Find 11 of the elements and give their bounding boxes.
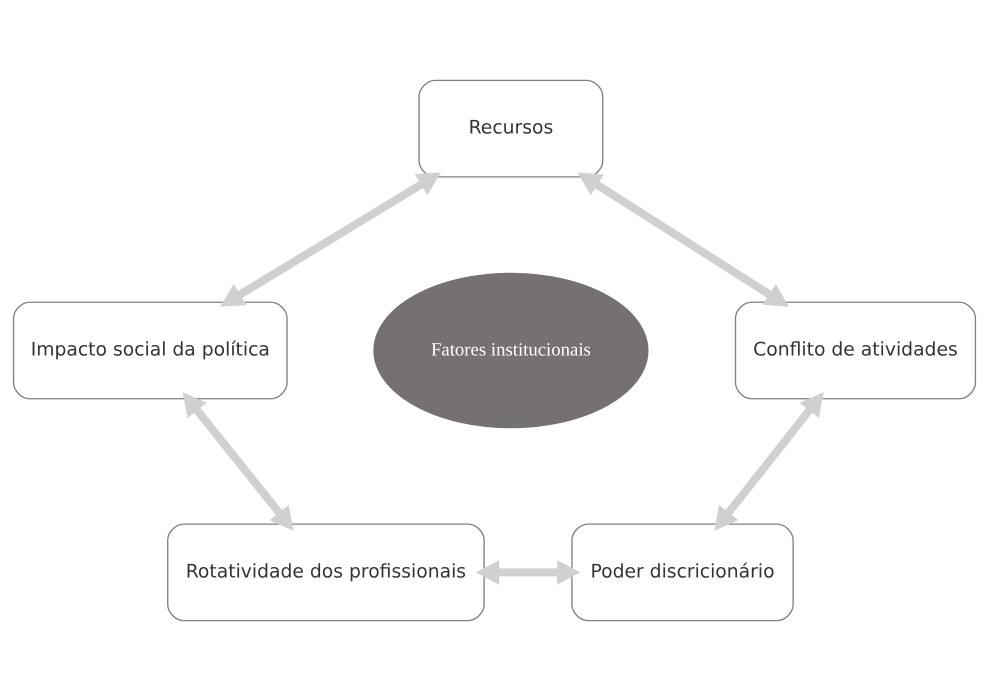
arrow bbox=[476, 560, 580, 584]
node-box: Impacto social da política bbox=[12, 301, 288, 399]
node-box: Conflito de atividades bbox=[734, 301, 976, 399]
node-box: Recursos bbox=[418, 79, 604, 178]
node-box: Poder discricionário bbox=[571, 522, 794, 621]
arrow bbox=[578, 172, 789, 306]
arrow bbox=[714, 392, 824, 530]
arrow bbox=[182, 392, 294, 530]
node-ellipse: Fatores institucionais bbox=[373, 272, 648, 428]
node-box: Rotatividade dos profissionais bbox=[167, 522, 485, 621]
arrow bbox=[220, 172, 441, 306]
